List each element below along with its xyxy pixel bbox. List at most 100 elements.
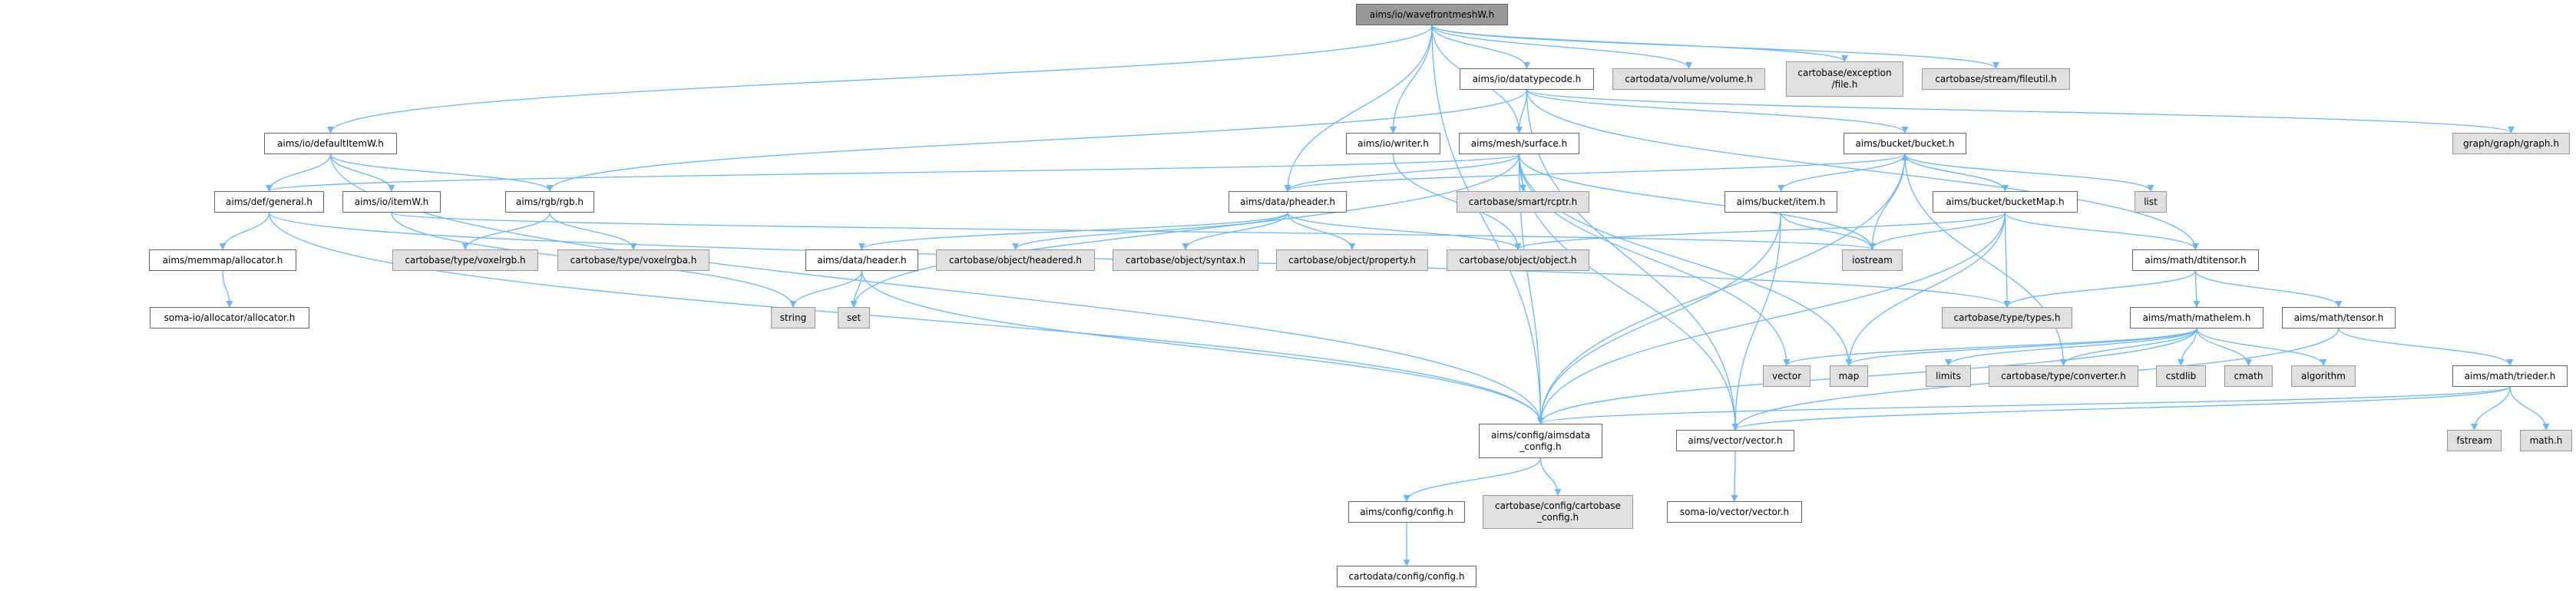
node-limits: limits <box>1926 365 1971 387</box>
edge-tensor-to-trieder <box>2338 328 2514 366</box>
node-voxelrgb: cartobase/type/voxelrgb.h <box>392 249 538 271</box>
edge-pheader-to-property <box>1287 212 1356 250</box>
node-syntax: cartobase/object/syntax.h <box>1113 249 1258 271</box>
node-string: string <box>771 307 815 329</box>
node-property: cartobase/object/property.h <box>1276 249 1428 271</box>
node-algorithm: algorithm <box>2291 365 2356 387</box>
edge-pheader-to-syntax <box>1182 212 1288 250</box>
edge-mathelem-to-aimsdata_config <box>1537 328 2197 424</box>
node-trieder[interactable]: aims/math/trieder.h <box>2452 365 2568 387</box>
edge-writer-to-object <box>1392 154 1522 250</box>
node-defaultItemW[interactable]: aims/io/defaultItemW.h <box>264 133 397 154</box>
edge-defaultItemW-to-rgb <box>329 154 554 192</box>
edge-datatypecode-to-rgb <box>546 89 1528 192</box>
node-vector-std: vector <box>1763 365 1810 387</box>
node-config[interactable]: aims/config/config.h <box>1348 501 1465 523</box>
edge-root-to-writer <box>1389 25 1433 134</box>
edge-datatypecode-to-bucket <box>1526 89 1909 134</box>
node-itemW[interactable]: aims/io/itemW.h <box>342 191 441 213</box>
edge-aims_vector-to-soma_vector <box>1731 451 1738 502</box>
edge-trieder-to-aimsdata_config <box>1537 386 2511 424</box>
node-file: cartobase/exception /file.h <box>1786 61 1903 97</box>
node-writer[interactable]: aims/io/writer.h <box>1346 133 1440 154</box>
edge-bucketMap-to-aimsdata_config <box>1536 212 2006 424</box>
edge-defaultItemW-to-itemW <box>329 154 395 192</box>
edge-root-to-pheader <box>1284 25 1433 192</box>
node-mathelem[interactable]: aims/math/mathelem.h <box>2130 307 2264 329</box>
edge-datatypecode-to-graph <box>1526 89 2515 134</box>
node-mathh: math.h <box>2520 430 2572 451</box>
node-datatypecode[interactable]: aims/io/datatypecode.h <box>1460 68 1594 90</box>
edge-mathelem-to-vector_std <box>1783 328 2197 366</box>
edge-trieder-to-fstream <box>2470 386 2511 431</box>
node-list: list <box>2135 191 2167 213</box>
node-surface[interactable]: aims/mesh/surface.h <box>1459 133 1579 154</box>
node-dtitensor[interactable]: aims/math/dtitensor.h <box>2132 249 2259 271</box>
edge-bucketMap-to-object <box>1514 212 2006 250</box>
node-cmath: cmath <box>2224 365 2273 387</box>
edge-surface-to-general <box>266 154 1520 192</box>
edge-rgb-to-voxelrgb <box>461 212 551 250</box>
edge-bucketMap-to-dtitensor <box>2004 212 2199 250</box>
edge-mathelem-to-limits <box>1945 328 2197 366</box>
node-allocator[interactable]: aims/memmap/allocator.h <box>149 249 296 271</box>
edge-dtitensor-to-tensor <box>2194 270 2343 308</box>
edge-mathelem-to-map <box>1845 328 2197 366</box>
edge-mathelem-to-converter <box>2060 328 2197 366</box>
node-root[interactable]: aims/io/wavefrontmeshW.h <box>1356 4 1508 25</box>
node-map: map <box>1830 365 1868 387</box>
node-pheader[interactable]: aims/data/pheader.h <box>1228 191 1347 213</box>
edge-item-to-iostream <box>1780 212 1877 250</box>
edge-surface-to-pheader <box>1284 154 1520 192</box>
edge-root-to-datatypecode <box>1431 25 1531 69</box>
node-header[interactable]: aims/data/header.h <box>805 249 918 271</box>
node-volume: cartodata/volume/volume.h <box>1612 68 1765 90</box>
node-bucket[interactable]: aims/bucket/bucket.h <box>1844 133 1966 154</box>
edge-bucket-to-iostream <box>1868 154 1906 250</box>
edge-surface-to-iostream <box>1518 154 1876 250</box>
edge-aimsdata_config-to-cartobase_config <box>1539 457 1562 496</box>
node-fileutil: cartobase/stream/fileutil.h <box>1922 68 2070 90</box>
edge-general-to-aimsdata_config <box>268 212 1544 424</box>
edge-bucketMap-to-bucket <box>1901 154 2006 192</box>
node-types: cartobase/type/types.h <box>1942 307 2072 329</box>
node-object: cartobase/object/object.h <box>1447 249 1589 271</box>
node-converter: cartobase/type/converter.h <box>1989 365 2138 387</box>
node-item[interactable]: aims/bucket/item.h <box>1724 191 1837 213</box>
node-cartobase-config: cartobase/config/cartobase _config.h <box>1483 495 1633 529</box>
node-cartodata-config[interactable]: cartodata/config/config.h <box>1337 566 1476 587</box>
node-soma-vector[interactable]: soma-io/vector/vector.h <box>1667 501 1802 523</box>
edge-root-to-volume <box>1431 25 1692 69</box>
edge-header-to-aimsdata_config <box>861 270 1544 424</box>
edge-dtitensor-to-types <box>2003 270 2197 308</box>
node-rgb[interactable]: aims/rgb/rgb.h <box>505 191 594 213</box>
node-fstream: fstream <box>2447 430 2502 451</box>
edge-bucket-to-item <box>1777 154 1906 192</box>
node-soma-alloc[interactable]: soma-io/allocator/allocator.h <box>150 307 309 329</box>
edge-pheader-to-header <box>858 212 1288 250</box>
edge-dtitensor-to-mathelem <box>2193 270 2201 308</box>
edge-bucketMap-to-map <box>1845 212 2006 366</box>
node-tensor[interactable]: aims/math/tensor.h <box>2282 307 2396 329</box>
edge-root-to-defaultItemW <box>327 25 1433 134</box>
node-bucketMap[interactable]: aims/bucket/bucketMap.h <box>1933 191 2078 213</box>
edge-header-to-set <box>850 270 863 308</box>
edge-trieder-to-aims_vector <box>1731 386 2511 431</box>
edge-rgb-to-voxelrgba <box>549 212 637 250</box>
node-general[interactable]: aims/def/general.h <box>214 191 324 213</box>
edge-mathelem-to-cmath <box>2196 328 2253 366</box>
node-iostream: iostream <box>1842 249 1903 271</box>
node-graph: graph/graph/graph.h <box>2452 133 2570 154</box>
edge-mathelem-to-algorithm <box>2196 328 2327 366</box>
edge-bucketMap-to-iostream <box>1869 212 2006 250</box>
edge-general-to-allocator <box>219 212 270 250</box>
edge-aimsdata_config-to-config <box>1403 457 1542 502</box>
edge-item-to-aimsdata_config <box>1536 212 1782 424</box>
node-aims-vector[interactable]: aims/vector/vector.h <box>1676 430 1794 451</box>
node-set: set <box>838 307 870 329</box>
edge-root-to-fileutil <box>1431 25 1999 69</box>
edge-trieder-to-mathh <box>2509 386 2550 431</box>
node-aimsdata-config[interactable]: aims/config/aimsdata _config.h <box>1479 424 1602 458</box>
node-voxelrgba: cartobase/type/voxelrgba.h <box>557 249 709 271</box>
